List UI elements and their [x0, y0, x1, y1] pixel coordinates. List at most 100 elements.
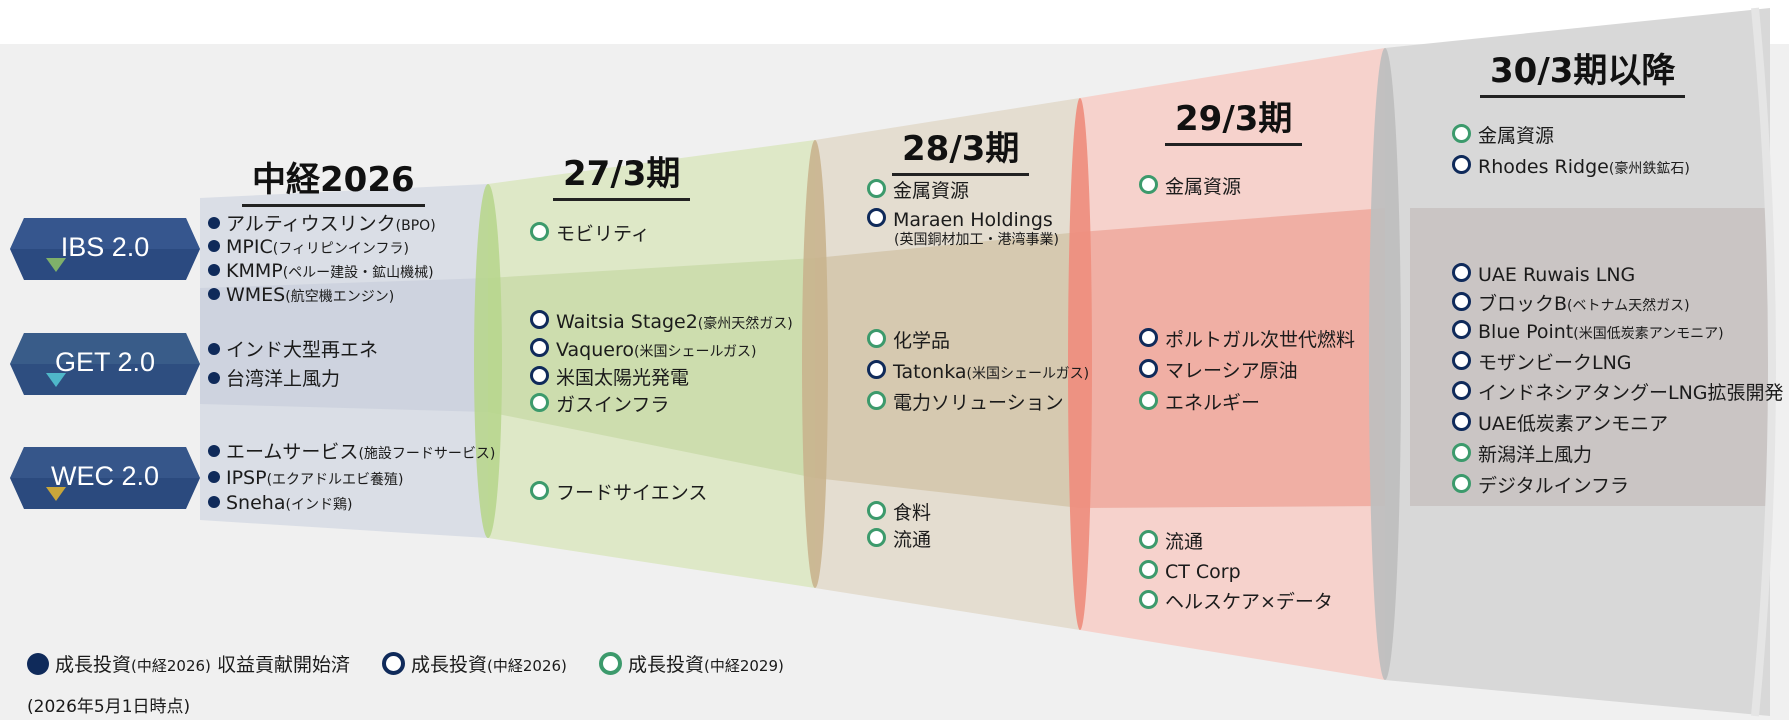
legend-green-ring-icon [598, 652, 622, 675]
filled-dot-icon [208, 217, 220, 229]
green-ring-icon [1139, 590, 1158, 609]
green-ring-icon [530, 222, 549, 241]
list-item: インドネシアタングーLNG拡張開発 [1452, 381, 1784, 404]
list-item: Blue Point(米国低炭素アンモニア) [1452, 320, 1724, 345]
list-item: ガスインフラ [530, 393, 669, 416]
list-item: CT Corp [1139, 560, 1241, 583]
list-item: UAE低炭素アンモニア [1452, 412, 1668, 435]
legend: 成長投資(中経2026) 収益貢献開始済 成長投資(中経2026) 成長投資(中… [27, 650, 784, 677]
navy-ring-icon [867, 360, 886, 379]
list-item: マレーシア原油 [1139, 359, 1298, 382]
green-ring-icon [867, 501, 886, 520]
navy-ring-icon [1139, 328, 1158, 347]
badge-get: GET 2.0 [10, 333, 200, 395]
funnel-band-27 [488, 258, 815, 478]
green-ring-icon [867, 528, 886, 547]
green-ring-icon [1139, 175, 1158, 194]
filled-dot-icon [208, 343, 220, 355]
legend-filled-dot-icon [27, 653, 49, 675]
funnel-ring-30 [1369, 48, 1401, 680]
list-item: IPSP(エクアドルエビ養殖) [208, 467, 404, 491]
green-ring-icon [1452, 443, 1471, 462]
list-item: 米国太陽光発電 [530, 366, 689, 389]
list-item: Waitsia Stage2(豪州天然ガス) [530, 310, 793, 335]
green-ring-icon [1139, 391, 1158, 410]
period-title-27: 27/3期 [553, 146, 691, 201]
list-item: 流通 [867, 528, 931, 551]
green-ring-icon [867, 179, 886, 198]
funnel-right-edge [1751, 7, 1776, 717]
filled-dot-icon [208, 288, 220, 300]
list-item: アルティウスリンク(BPO) [208, 213, 436, 237]
period-title-2026: 中経2026 [242, 152, 425, 207]
navy-ring-icon [1452, 351, 1471, 370]
list-item: Vaquero(米国シェールガス) [530, 338, 757, 363]
filled-dot-icon [208, 240, 220, 252]
list-item: WMES(航空機エンジン) [208, 284, 394, 308]
navy-ring-icon [530, 310, 549, 329]
funnel-band-2026 [200, 278, 488, 412]
list-item: Maraen Holdings(英国銅材加工・港湾事業) [867, 208, 1059, 249]
filled-dot-icon [208, 471, 220, 483]
filled-dot-icon [208, 496, 220, 508]
list-item: 食料 [867, 501, 931, 524]
green-ring-icon [1139, 530, 1158, 549]
funnel-band-28 [815, 232, 1080, 508]
navy-ring-icon [1452, 155, 1471, 174]
list-item: 新潟洋上風力 [1452, 443, 1592, 466]
list-item: 台湾洋上風力 [208, 368, 340, 390]
navy-ring-icon [1452, 412, 1471, 431]
navy-ring-icon [1452, 320, 1471, 339]
green-ring-icon [867, 329, 886, 348]
green-ring-icon [1452, 124, 1471, 143]
navy-ring-icon [530, 366, 549, 385]
list-item: エームサービス(施設フードサービス) [208, 441, 495, 465]
navy-ring-icon [1452, 292, 1471, 311]
list-item: UAE Ruwais LNG [1452, 263, 1635, 286]
list-item: 電力ソリューション [867, 391, 1064, 414]
list-item: エネルギー [1139, 391, 1260, 414]
filled-dot-icon [208, 372, 220, 384]
filled-dot-icon [208, 445, 220, 457]
green-ring-icon [530, 393, 549, 412]
green-ring-icon [1139, 560, 1158, 579]
navy-ring-icon [867, 208, 886, 227]
list-item: 金属資源 [1452, 124, 1554, 147]
funnel-band-29 [1080, 208, 1385, 508]
period-title-29: 29/3期 [1165, 91, 1303, 146]
list-item: デジタルインフラ [1452, 474, 1629, 497]
badge-ibs: IBS 2.0 [10, 218, 200, 280]
list-item: 流通 [1139, 530, 1203, 553]
period-title-30: 30/3期以降 [1480, 43, 1686, 98]
list-item: インド大型再エネ [208, 339, 378, 361]
list-item: ブロックB(ベトナム天然ガス) [1452, 292, 1690, 317]
funnel-ring-27 [474, 184, 502, 538]
green-ring-icon [530, 481, 549, 500]
funnel-ring-29 [1068, 98, 1092, 630]
list-item: KMMP(ペルー建設・鉱山機械) [208, 260, 434, 284]
navy-ring-icon [1452, 381, 1471, 400]
list-item: MPIC(フィリピンインフラ) [208, 236, 409, 260]
as-of-date: (2026年5月1日時点) [27, 697, 191, 717]
funnel-ring-28 [802, 140, 828, 588]
list-item: Tatonka(米国シェールガス) [867, 360, 1089, 385]
list-item: 金属資源 [1139, 175, 1241, 198]
funnel-band-30 [1410, 208, 1770, 506]
green-ring-icon [867, 391, 886, 410]
legend-navy-ring-icon [382, 652, 406, 675]
list-item: 金属資源 [867, 179, 969, 202]
list-item: モザンビークLNG [1452, 351, 1632, 374]
navy-ring-icon [530, 338, 549, 357]
list-item: Rhodes Ridge(豪州鉄鉱石) [1452, 155, 1690, 180]
badge-wec: WEC 2.0 [10, 447, 200, 509]
period-title-28: 28/3期 [892, 121, 1030, 176]
list-item: ポルトガル次世代燃料 [1139, 328, 1355, 351]
filled-dot-icon [208, 264, 220, 276]
green-ring-icon [1452, 474, 1471, 493]
navy-ring-icon [1139, 359, 1158, 378]
list-item: 化学品 [867, 329, 950, 352]
list-item: フードサイエンス [530, 481, 707, 504]
list-item: ヘルスケア×データ [1139, 590, 1333, 613]
